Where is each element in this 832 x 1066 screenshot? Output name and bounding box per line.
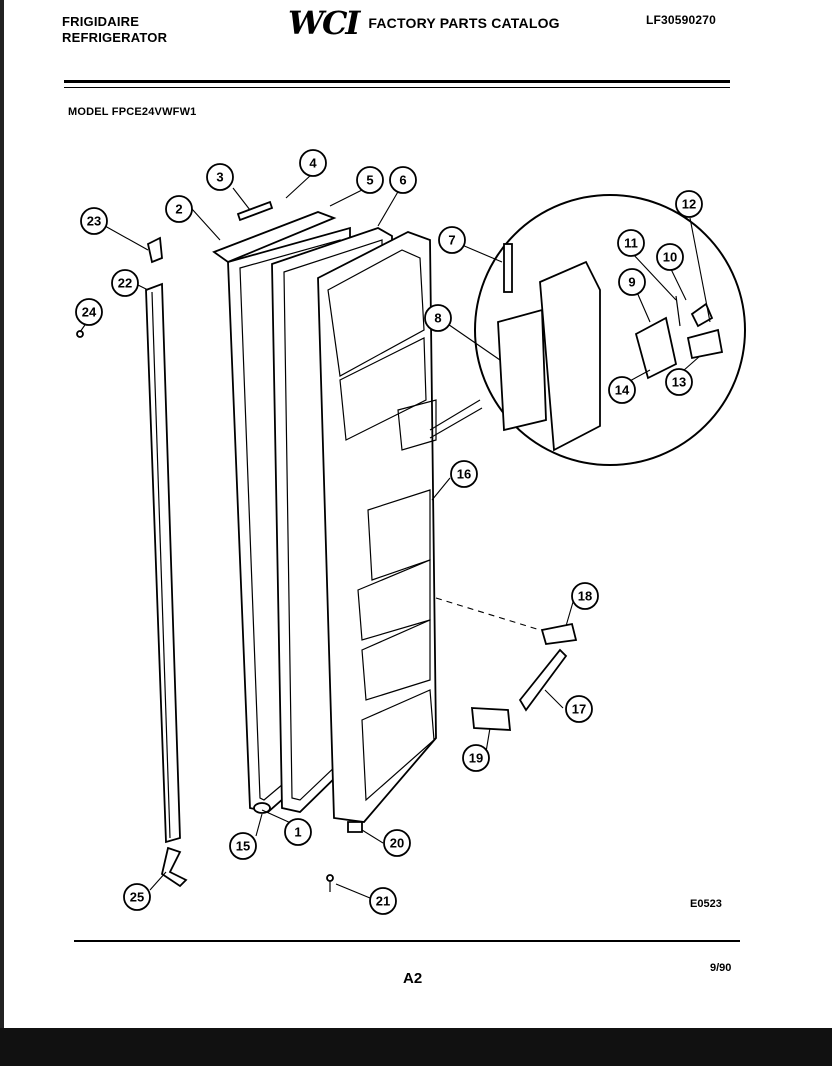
leader-lines xyxy=(79,174,711,899)
svg-text:18: 18 xyxy=(578,589,592,604)
callout-15: 15 xyxy=(229,832,257,860)
gasket-strip-part xyxy=(145,282,181,844)
callout-22: 22 xyxy=(111,269,139,297)
callout-2: 2 xyxy=(165,195,193,223)
scan-border-bottom xyxy=(0,1028,832,1066)
callout-16: 16 xyxy=(450,460,478,488)
svg-text:9: 9 xyxy=(628,275,635,290)
svg-text:17: 17 xyxy=(572,702,586,717)
callout-23: 23 xyxy=(80,207,108,235)
svg-text:24: 24 xyxy=(82,305,97,320)
svg-text:15: 15 xyxy=(236,839,250,854)
product-type: REFRIGERATOR xyxy=(62,30,168,45)
svg-text:12: 12 xyxy=(682,197,696,212)
document-number: LF30590270 xyxy=(646,13,717,27)
svg-text:5: 5 xyxy=(366,173,373,188)
svg-text:14: 14 xyxy=(615,383,630,398)
model-number: MODEL FPCE24VWFW1 xyxy=(68,106,197,118)
dispenser-detail-inset xyxy=(429,194,746,466)
scan-edge xyxy=(0,0,4,1028)
callout-3: 3 xyxy=(206,163,234,191)
svg-text:2: 2 xyxy=(175,202,182,217)
hardware-parts xyxy=(76,200,363,892)
svg-text:16: 16 xyxy=(457,467,471,482)
revision-date: 9/90 xyxy=(710,962,732,974)
svg-text:3: 3 xyxy=(216,170,223,185)
callout-11: 11 xyxy=(617,229,645,257)
callout-6: 6 xyxy=(389,166,417,194)
brand-block: FRIGIDAIRE REFRIGERATOR xyxy=(62,14,167,46)
svg-text:7: 7 xyxy=(448,233,455,248)
footer-rule xyxy=(74,940,740,942)
exploded-parts-diagram: 1 2 3 4 5 6 7 8 9 10 11 12 13 14 15 16 1… xyxy=(75,149,746,915)
catalog-title: FACTORY PARTS CATALOG xyxy=(368,15,560,31)
header-rule xyxy=(64,80,730,83)
callout-17: 17 xyxy=(565,695,593,723)
svg-text:22: 22 xyxy=(118,276,132,291)
svg-text:11: 11 xyxy=(624,236,638,251)
svg-text:1: 1 xyxy=(294,825,301,840)
catalog-heading: WCI FACTORY PARTS CATALOG xyxy=(288,6,560,40)
svg-text:23: 23 xyxy=(87,214,101,229)
inner-door-liner-part xyxy=(317,231,437,823)
wci-logo: WCI xyxy=(288,4,360,42)
callout-24: 24 xyxy=(75,298,103,326)
page-number: A2 xyxy=(403,970,423,987)
callout-10: 10 xyxy=(656,243,684,271)
svg-text:20: 20 xyxy=(390,836,404,851)
svg-text:19: 19 xyxy=(469,751,483,766)
svg-text:21: 21 xyxy=(376,894,390,909)
svg-text:8: 8 xyxy=(434,311,441,326)
svg-text:10: 10 xyxy=(663,250,677,265)
callout-4: 4 xyxy=(299,149,327,177)
brand-name: FRIGIDAIRE xyxy=(62,14,140,29)
callout-12: 12 xyxy=(675,190,703,218)
shelf-retainer-parts xyxy=(435,597,578,731)
svg-text:6: 6 xyxy=(399,173,406,188)
callout-1: 1 xyxy=(284,818,312,846)
diagram-code: E0523 xyxy=(690,898,722,910)
header-rule-thin xyxy=(64,87,730,88)
top-trim-part xyxy=(212,211,337,264)
callout-5: 5 xyxy=(356,166,384,194)
svg-text:13: 13 xyxy=(672,375,686,390)
callout-8: 8 xyxy=(424,304,452,332)
svg-text:25: 25 xyxy=(130,890,144,905)
callout-14: 14 xyxy=(608,376,636,404)
callout-21: 21 xyxy=(369,887,397,915)
svg-text:4: 4 xyxy=(309,156,317,171)
callout-9: 9 xyxy=(618,268,646,296)
callout-19: 19 xyxy=(462,744,490,772)
callout-18: 18 xyxy=(571,582,599,610)
callout-7: 7 xyxy=(438,226,466,254)
callout-13: 13 xyxy=(665,368,693,396)
callout-20: 20 xyxy=(383,829,411,857)
callout-25: 25 xyxy=(123,883,151,911)
